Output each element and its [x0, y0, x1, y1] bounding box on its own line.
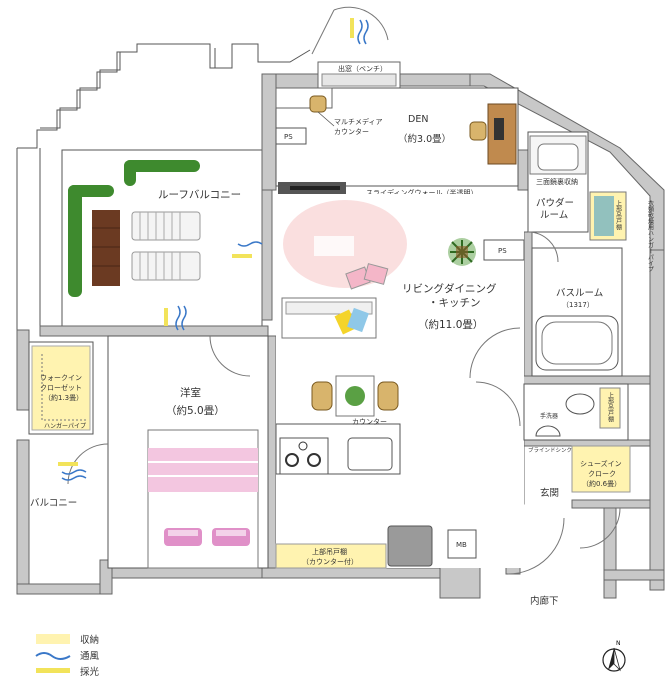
multimedia-label-1: マルチメディア — [334, 117, 383, 126]
upper-cabinet-vertical: 上部吊戸棚 — [615, 199, 622, 231]
shoes-in-label-1: シューズイン — [580, 459, 622, 468]
legend: 収納 通風 採光 — [35, 634, 100, 678]
planter-hedge — [68, 160, 200, 297]
hand-wash-label: 手洗器 — [540, 412, 558, 420]
western-size: （約5.0畳） — [166, 404, 225, 417]
walkin-label-1: ウォークイン — [40, 374, 82, 382]
roof-balcony-label: ルーフバルコニー — [158, 189, 241, 201]
ps-label-living: PS — [498, 247, 507, 255]
ps-box-den — [275, 127, 307, 145]
roof-balcony-inner-steps — [61, 149, 258, 330]
wood-deck — [92, 210, 120, 286]
door-swings — [209, 231, 621, 575]
living-size: （約11.0畳） — [418, 318, 483, 331]
hanger-pipe-vertical: 衣類乾燥用ハンガーパイプ — [647, 199, 654, 272]
upper-cabinet-bottom — [275, 543, 387, 569]
walkin-size: （約1.3畳） — [44, 393, 83, 402]
dining-set — [311, 375, 399, 417]
multimedia-label-2: カウンター — [334, 127, 369, 136]
legend-ventilation-icon — [35, 652, 71, 660]
living-label-1: リビングダイニング — [402, 282, 497, 295]
legend-storage-swatch — [36, 634, 70, 644]
balcony-label: バルコニー — [30, 498, 77, 509]
three-side-mirror-label: 三面鏡裏収納 — [536, 177, 578, 186]
mb-label: MB — [456, 541, 467, 549]
multimedia-chair — [309, 95, 327, 113]
bathroom-size: （1317） — [562, 301, 594, 309]
roof-balcony-terraces — [16, 43, 311, 330]
den-size: （約3.0畳） — [398, 133, 451, 145]
walkin-label-2: クローゼット — [40, 383, 82, 392]
powder-room-label-1: パウダー — [536, 197, 574, 209]
bay-window-label: 出窓（ベンチ） — [338, 64, 387, 73]
toilet — [565, 393, 595, 415]
balcony-door-swing — [67, 443, 109, 485]
legend-storage-label: 収納 — [80, 634, 99, 646]
upper-cabinet-right — [599, 387, 621, 429]
hand-wash-basin — [535, 425, 561, 437]
upper-cabinet-bottom-sub: （カウンター付） — [302, 557, 358, 566]
shoes-in-cloak — [571, 445, 631, 493]
sofa-cushion-blue — [347, 307, 369, 333]
cushion-2 — [363, 263, 389, 285]
ventilation-markers — [61, 19, 369, 481]
bed — [147, 429, 259, 569]
entrance-label: 玄関 — [540, 487, 559, 499]
western-label: 洋室 — [180, 386, 201, 399]
powder-room-label-2: ルーム — [540, 210, 568, 221]
shoes-in-size: （約0.6畳） — [582, 479, 621, 488]
upper-cabinet-bottom-label: 上部吊戸棚 — [312, 547, 347, 556]
sink — [347, 437, 393, 471]
legend-daylight-label: 採光 — [80, 666, 100, 678]
sliding-wall-label: スライディングウォール（半透明） — [366, 188, 478, 197]
potted-plant-icon — [448, 238, 476, 266]
bathroom-label: バスルーム — [556, 288, 603, 299]
blind-sink-label: ブラインドシンク — [528, 446, 572, 454]
svg-text:N: N — [616, 640, 621, 647]
bay-window-bench — [321, 73, 397, 87]
north-compass-icon: N — [602, 640, 626, 672]
top-door-swing — [311, 6, 389, 55]
mb-box — [447, 529, 477, 559]
lounge-chairs — [131, 211, 201, 281]
hanger-pipe-label: ハンガーパイプ — [44, 422, 86, 430]
legend-daylight-swatch — [36, 668, 70, 673]
stove-icon — [279, 437, 329, 475]
den-chair — [469, 121, 487, 141]
ps-box-living — [483, 239, 525, 261]
daylight-markers — [58, 18, 354, 466]
fridge — [387, 525, 433, 567]
shoes-in-label-2: クローク — [588, 470, 616, 478]
legend-ventilation-label: 通風 — [80, 651, 100, 662]
counter-label: カウンター — [352, 417, 387, 426]
upper-cabinet-right-label: 上部吊戸棚 — [607, 391, 614, 423]
ps-label-den: PS — [284, 133, 293, 141]
inner-corridor-label: 内廊下 — [530, 595, 559, 607]
den-label: DEN — [408, 114, 428, 125]
living-label-2: ・キッチン — [428, 297, 481, 309]
